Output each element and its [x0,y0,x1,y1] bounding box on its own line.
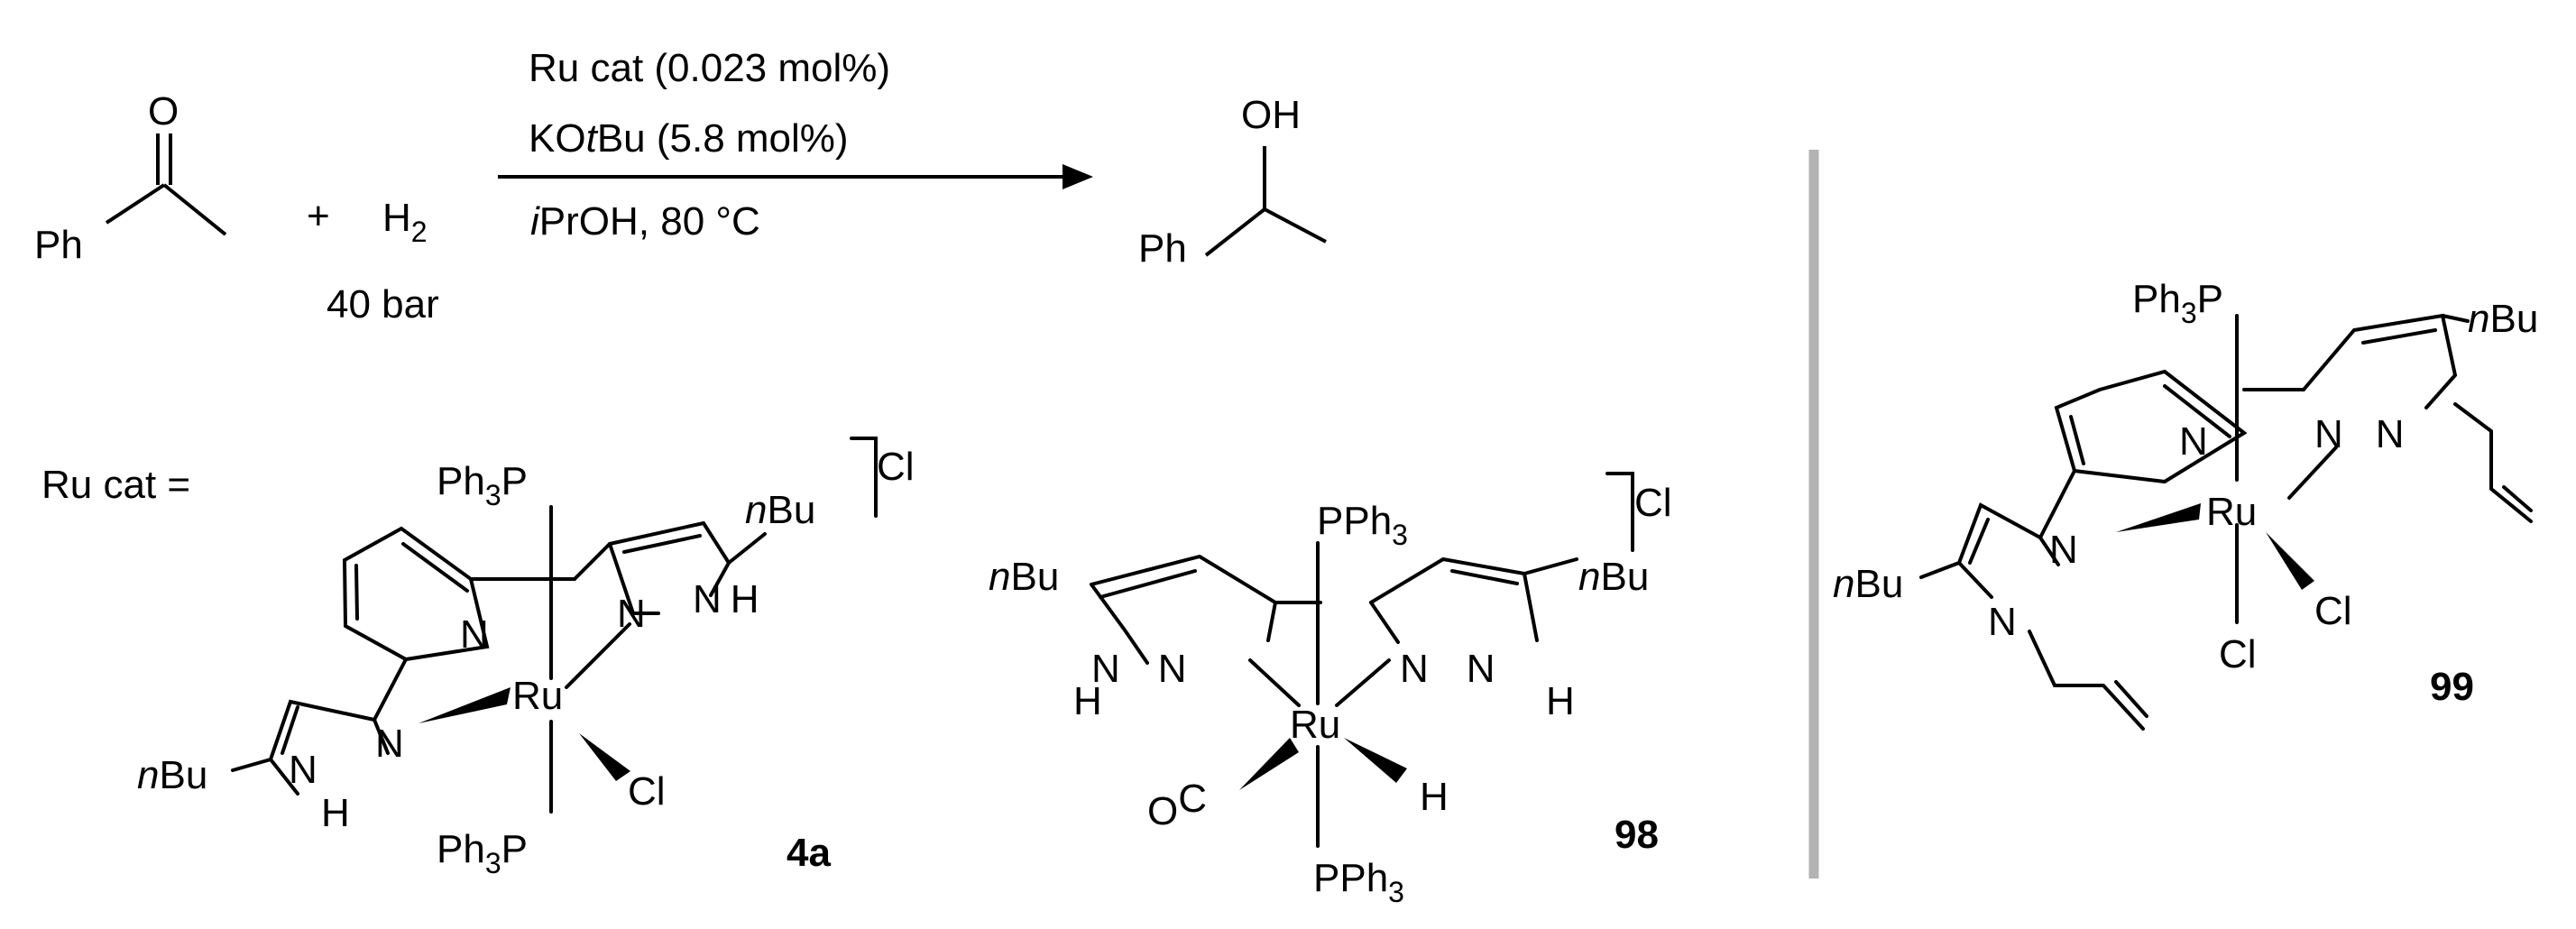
complex-4a-nbu-right: nBu [745,488,815,532]
complex-4a-n-pz-right-1: N [617,592,646,636]
complex-4a-cl-ligand: Cl [628,769,666,814]
complex-98-label: 98 [1615,813,1659,857]
complex-98-ru: Ru [1290,703,1340,747]
complex-4a-h-pz-left: H [321,791,350,835]
complex-4a-ph3p-top: Ph3P [437,459,528,511]
complex-98-nbu-left: nBu [989,555,1059,599]
complex-4a-nbu-left: nBu [137,753,207,797]
complex-4a-n-pyridine: N [460,612,489,657]
reaction-arrowhead [1063,164,1093,189]
reactant-ph-label: Ph [34,223,83,267]
complex-4a-wedge-n [419,687,511,723]
complex-98-hydride: H [1420,775,1449,819]
pressure-label: 40 bar [327,282,439,327]
complex-4a-n-pz-left-2: N [289,748,317,792]
h2-label: H2 [382,196,428,248]
complex-98-pph3-top: PPh3 [1317,499,1408,551]
condition-base: KOtBu (5.8 mol%) [529,116,849,161]
complex-98-wedge-co [1239,738,1299,790]
complex-98-h-right: H [1546,679,1575,723]
complex-4a-ph3p-bottom: Ph3P [437,827,528,879]
complex-4a-cl-counterion: Cl [877,445,915,489]
complex-99-nbu-right: nBu [2468,297,2538,341]
reaction-equation [105,133,1327,257]
complex-99-cl-2: Cl [2314,589,2352,633]
complex-98-h-left: H [1073,679,1102,723]
product-oh-label: OH [1241,93,1301,137]
complex-98-wedge-h [1344,738,1407,783]
complex-99-ph3p: Ph3P [2132,277,2223,329]
complex-99-nbu-left: nBu [1833,562,1903,606]
complex-99-bonds [1919,313,2533,731]
product-ph-label: Ph [1138,226,1187,271]
complex-99-n-pz-left-2: N [1988,600,2017,644]
condition-solvent: iPrOH, 80 °C [530,199,760,244]
complex-4a-label: 4a [787,831,831,875]
complex-99-label: 99 [2430,665,2474,709]
reactant-o-label: O [148,89,179,133]
complex-4a-wedge-cl [579,733,630,781]
complex-98-bonds [1090,472,1634,848]
plus-sign: + [307,194,330,238]
complex-98-cl-counterion: Cl [1634,481,1672,525]
complex-99-wedge-n [2116,503,2201,532]
complex-99-wedge-cl [2266,532,2314,590]
complex-98-co: OC [1147,777,1207,833]
complex-99-ru: Ru [2206,490,2257,534]
complex-98-nbu-right: nBu [1578,555,1649,599]
complex-98-pph3-bottom: PPh3 [1313,856,1404,908]
complex-99-cl-1: Cl [2219,632,2257,676]
complex-4a-ru: Ru [512,674,563,718]
complex-4a-bonds [231,437,878,814]
complex-4a-n-pz-left-1: N [375,722,404,766]
complex-99-n-pz-left-1: N [2049,528,2078,572]
ru-cat-label: Ru cat = [41,463,190,507]
condition-catalyst: Ru cat (0.023 mol%) [529,46,890,90]
complex-99-n-pyridine: N [2179,419,2208,464]
